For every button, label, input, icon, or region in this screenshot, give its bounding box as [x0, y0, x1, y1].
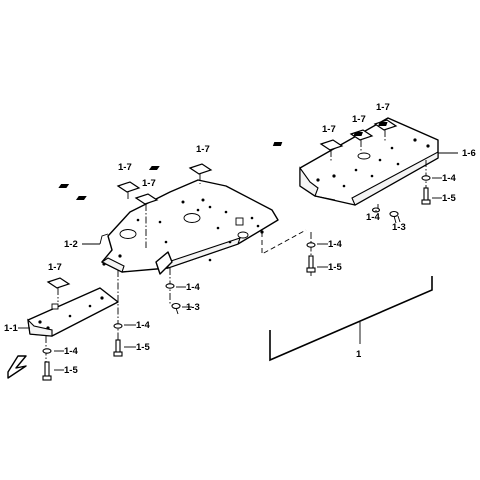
label-1-5-mid: 1-5 — [328, 262, 342, 273]
skid-plate-right — [299, 117, 439, 206]
clip-nut-right-3 — [373, 119, 398, 131]
label-1-3-right: 1-3 — [392, 222, 406, 233]
label-1-7-center-1: 1-7 — [118, 162, 132, 173]
label-1-2: 1-2 — [64, 239, 78, 250]
label-1-6: 1-6 — [462, 148, 476, 159]
label-1-4-right-lower: 1-4 — [366, 212, 380, 223]
bolt-right — [421, 187, 431, 205]
callout-labels: 1 1-1 1-2 1-3 1-3 1-4 1-4 1-4 1-4 1-4 1-… — [4, 102, 476, 376]
label-1-5-front-right: 1-5 — [136, 342, 150, 353]
label-1-7-center-2: 1-7 — [142, 178, 156, 189]
leader-lines — [18, 152, 458, 371]
washer-right — [421, 175, 431, 181]
front-direction-arrow-icon — [7, 355, 27, 379]
washer-front-left — [42, 348, 52, 354]
label-1-7-front: 1-7 — [48, 262, 62, 273]
label-1-7-right-1: 1-7 — [322, 124, 336, 135]
bolt-front-left — [42, 361, 52, 381]
label-1-4-front-left: 1-4 — [64, 346, 78, 357]
label-1-4-right: 1-4 — [442, 173, 456, 184]
label-1: 1 — [356, 349, 362, 360]
washer-center — [165, 283, 175, 289]
bolt-front-right — [113, 339, 123, 357]
clip-nut-front — [46, 277, 71, 289]
label-1-7-center-3: 1-7 — [196, 144, 210, 155]
label-1-4-mid: 1-4 — [328, 239, 342, 250]
label-1-1: 1-1 — [4, 323, 18, 334]
clip-nut-center-3 — [148, 163, 213, 175]
skid-plate-front — [27, 287, 119, 337]
clip-nut-center-1 — [58, 181, 141, 193]
label-1-5-right: 1-5 — [442, 193, 456, 204]
label-1-4-center: 1-4 — [186, 282, 200, 293]
clip-nut-right-1 — [272, 139, 344, 151]
clip-nut-right-2 — [349, 129, 374, 141]
label-1-3-center: 1-3 — [186, 302, 200, 313]
assembly-bracket — [269, 276, 433, 362]
washer-front-right — [113, 323, 123, 329]
label-1-4-front-right: 1-4 — [136, 320, 150, 331]
skid-plate-center — [100, 179, 279, 275]
washer-mid — [306, 242, 316, 248]
label-1-5-front-left: 1-5 — [64, 365, 78, 376]
clip-nut-center-2 — [75, 193, 159, 205]
label-1-7-right-2: 1-7 — [352, 114, 366, 125]
bolt-mid — [306, 255, 316, 273]
screw-center — [171, 302, 181, 315]
label-1-7-right-3: 1-7 — [376, 102, 390, 113]
screw-right — [389, 210, 399, 224]
